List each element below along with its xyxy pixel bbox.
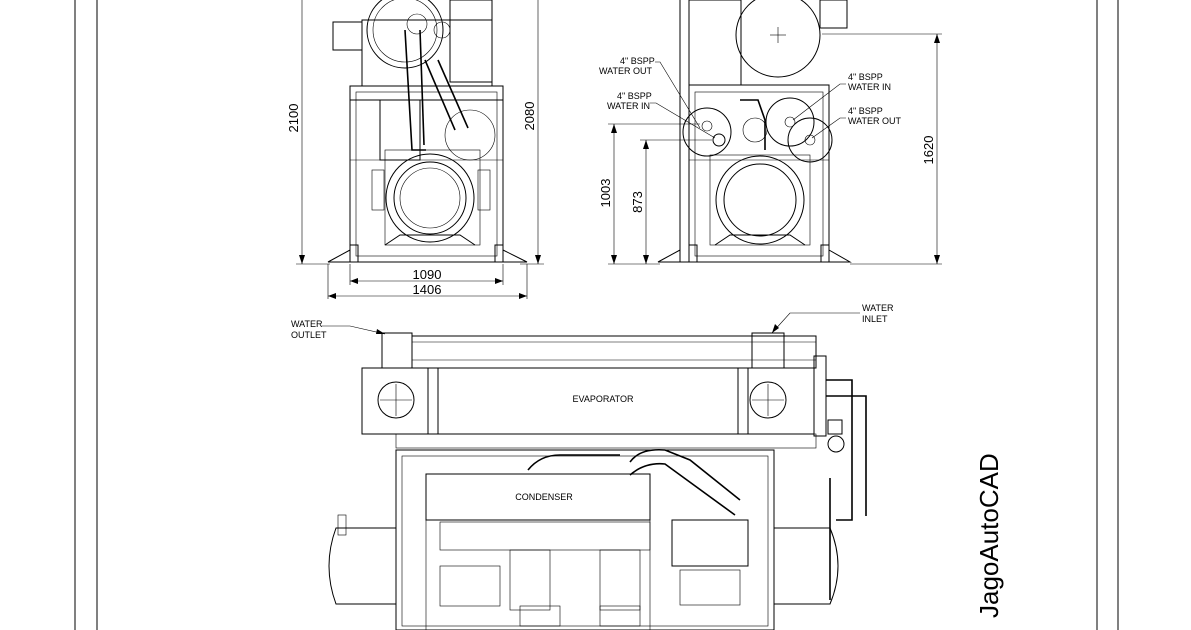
side-elevation-view <box>657 0 852 263</box>
dim-2080: 2080 <box>522 102 537 131</box>
callout-right-water-in-label: WATER IN <box>848 82 891 92</box>
plan-view-labels: EVAPORATOR CONDENSER WATER OUTLET WATER … <box>291 303 894 502</box>
water-outlet-label-1: WATER <box>291 319 323 329</box>
callout-right-water-out-label: WATER OUT <box>848 116 901 126</box>
dim-2100: 2100 <box>286 104 301 133</box>
front-elevation-view <box>327 0 528 263</box>
side-view-callouts: 4" BSPP WATER OUT 4" BSPP WATER IN 4" BS… <box>599 56 901 139</box>
dim-1406: 1406 <box>413 282 442 297</box>
dim-1090: 1090 <box>413 267 442 282</box>
callout-water-in-label: WATER IN <box>607 101 650 111</box>
sheet-border <box>74 0 1119 630</box>
callout-right-water-out-size: 4" BSPP <box>848 106 883 116</box>
water-inlet-label-2: INLET <box>862 314 888 324</box>
water-inlet-label-1: WATER <box>862 303 894 313</box>
dim-873: 873 <box>630 191 645 213</box>
evaporator-label: EVAPORATOR <box>572 394 634 404</box>
front-elevation-dimensions: 2100 2080 1090 1406 <box>286 0 544 299</box>
dim-1003: 1003 <box>598 179 613 208</box>
watermark-text: JagoAutoCAD <box>974 453 1004 618</box>
dim-1620: 1620 <box>921 136 936 165</box>
water-outlet-label-2: OUTLET <box>291 330 327 340</box>
callout-water-out-size: 4" BSPP <box>620 56 655 66</box>
callout-water-in-size: 4" BSPP <box>617 91 652 101</box>
condenser-label: CONDENSER <box>515 492 573 502</box>
side-elevation-dimensions: 1003 873 1620 <box>598 33 942 265</box>
plan-view <box>328 332 867 630</box>
callout-water-out-label: WATER OUT <box>599 66 652 76</box>
callout-right-water-in-size: 4" BSPP <box>848 72 883 82</box>
